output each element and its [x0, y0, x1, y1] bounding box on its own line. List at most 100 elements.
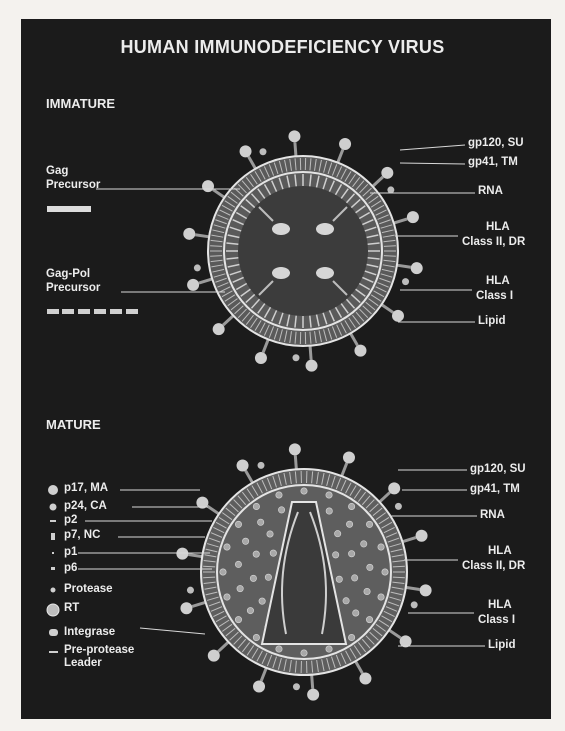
- immature-gp120-knob: [187, 279, 199, 291]
- immature-gp120-knob: [407, 211, 419, 223]
- immature-gp41-stem: [397, 265, 411, 267]
- mature-gp41-stem: [389, 630, 401, 638]
- immature-rna-complex: [272, 223, 290, 235]
- mature-gp120-knob: [253, 680, 265, 692]
- immature-gp120-knob: [213, 323, 225, 335]
- mature-gp41-stem: [342, 463, 347, 476]
- mature-label-gp120: gp120, SU: [470, 464, 526, 476]
- immature-hla-protein: [402, 278, 409, 285]
- immature-gp41-stem: [295, 142, 296, 156]
- mature-gp120-knob: [420, 584, 432, 596]
- immature-gp41-stem: [213, 190, 225, 198]
- immature-gp41-stem: [381, 305, 393, 313]
- legend-p17-ma: p17, MA: [64, 483, 108, 495]
- immature-label-hla-2: HLA: [486, 276, 510, 288]
- mature-gp120-knob: [237, 459, 249, 471]
- legend-leader: Leader: [64, 658, 102, 670]
- legend-icon-protease: [51, 588, 56, 593]
- mature-gp41-stem: [218, 642, 228, 652]
- immature-gp41-stem: [394, 219, 407, 223]
- immature-label-gag: Gag: [46, 166, 68, 178]
- legend-integrase: Integrase: [64, 627, 115, 639]
- immature-gp41-stem: [373, 177, 383, 187]
- immature-rna-complex: [316, 223, 334, 235]
- immature-rna-complex: [316, 267, 334, 279]
- legend-icon-p2: [50, 520, 56, 522]
- legend-icon-p24: [50, 504, 57, 511]
- immature-rna-complex: [272, 267, 290, 279]
- gag-pol-precursor-icon: [47, 309, 138, 314]
- immature-gp41-stem: [263, 339, 268, 352]
- immature-gp120-knob: [381, 167, 393, 179]
- immature-label-gp120: gp120, SU: [468, 138, 524, 150]
- legend-p24-ca: p24, CA: [64, 501, 107, 513]
- immature-gp41-stem: [195, 235, 209, 237]
- immature-gp120-knob: [288, 130, 300, 142]
- mature-gp120-knob: [289, 443, 301, 455]
- mature-label-rna: RNA: [480, 510, 505, 522]
- immature-hla-protein: [259, 148, 266, 155]
- immature-label-hla-1: HLA: [486, 222, 510, 234]
- immature-gp120-knob: [255, 352, 267, 364]
- immature-gp120-knob: [354, 345, 366, 357]
- mature-hla-protein: [395, 503, 402, 510]
- mature-gp120-knob: [343, 452, 355, 464]
- legend-icon-integrase: [49, 629, 58, 636]
- legend-protease: Protease: [64, 584, 113, 596]
- immature-label-gag-pol-precursor: Precursor: [46, 283, 100, 295]
- immature-gp41-stem: [338, 150, 343, 163]
- immature-label-gag-pol: Gag-Pol: [46, 269, 90, 281]
- mature-gp41-stem: [312, 675, 313, 689]
- immature-label-rna: RNA: [478, 186, 503, 198]
- immature-gp41-stem: [199, 279, 212, 283]
- mature-legend-icons: [47, 485, 59, 653]
- mature-label-hla-2: HLA: [488, 600, 512, 612]
- immature-hla-protein: [292, 354, 299, 361]
- immature-hla-protein: [387, 186, 394, 193]
- legend-rt: RT: [64, 603, 79, 615]
- mature-gp41-stem: [188, 555, 202, 557]
- immature-core: [238, 186, 368, 316]
- immature-gp120-knob: [240, 145, 252, 157]
- mature-gp41-stem: [406, 587, 420, 589]
- gag-precursor-icon: [47, 206, 91, 212]
- immature-gp120-knob: [411, 262, 423, 274]
- mature-label-hla-1: HLA: [488, 546, 512, 558]
- immature-gp120-knob: [339, 138, 351, 150]
- mature-gp41-stem: [380, 492, 390, 502]
- leader-immature-gp120: [400, 145, 465, 150]
- mature-label-gp41: gp41, TM: [470, 484, 520, 496]
- mature-gp41-stem: [355, 661, 362, 673]
- legend-icon-pre-protease: [49, 651, 58, 653]
- mature-hla-protein: [258, 462, 265, 469]
- mature-gp41-stem: [261, 668, 266, 681]
- immature-label-gag-precursor: Precursor: [46, 180, 100, 192]
- mature-label-class-i: Class I: [478, 615, 515, 627]
- immature-gp41-stem: [310, 346, 311, 360]
- mature-gp41-stem: [402, 538, 415, 542]
- immature-label-class-i: Class I: [476, 291, 513, 303]
- immature-heading: IMMATURE: [46, 97, 115, 110]
- immature-label-lipid: Lipid: [478, 316, 505, 328]
- immature-gp120-knob: [183, 228, 195, 240]
- mature-label-class-ii-dr: Class II, DR: [462, 561, 525, 573]
- immature-gp41-stem: [249, 157, 256, 169]
- mature-hla-protein: [187, 587, 194, 594]
- immature-gp120-knob: [202, 180, 214, 192]
- mature-heading: MATURE: [46, 418, 101, 431]
- immature-hla-protein: [194, 264, 201, 271]
- mature-gp41-stem: [207, 506, 219, 514]
- immature-gp120-knob: [392, 310, 404, 322]
- mature-gp41-stem: [295, 455, 296, 469]
- mature-gp120-knob: [359, 673, 371, 685]
- legend-p1: p1: [64, 547, 77, 559]
- legend-p7-nc: p7, NC: [64, 530, 100, 542]
- mature-gp120-knob: [176, 548, 188, 560]
- legend-icon-p17: [48, 485, 58, 495]
- diagram-title: HUMAN IMMUNODEFICIENCY VIRUS: [0, 38, 565, 56]
- immature-gp120-knob: [306, 360, 318, 372]
- legend-icon-p1: [52, 552, 54, 554]
- mature-hla-protein: [411, 601, 418, 608]
- immature-gp41-stem: [223, 316, 233, 326]
- legend-icon-p6: [51, 567, 55, 570]
